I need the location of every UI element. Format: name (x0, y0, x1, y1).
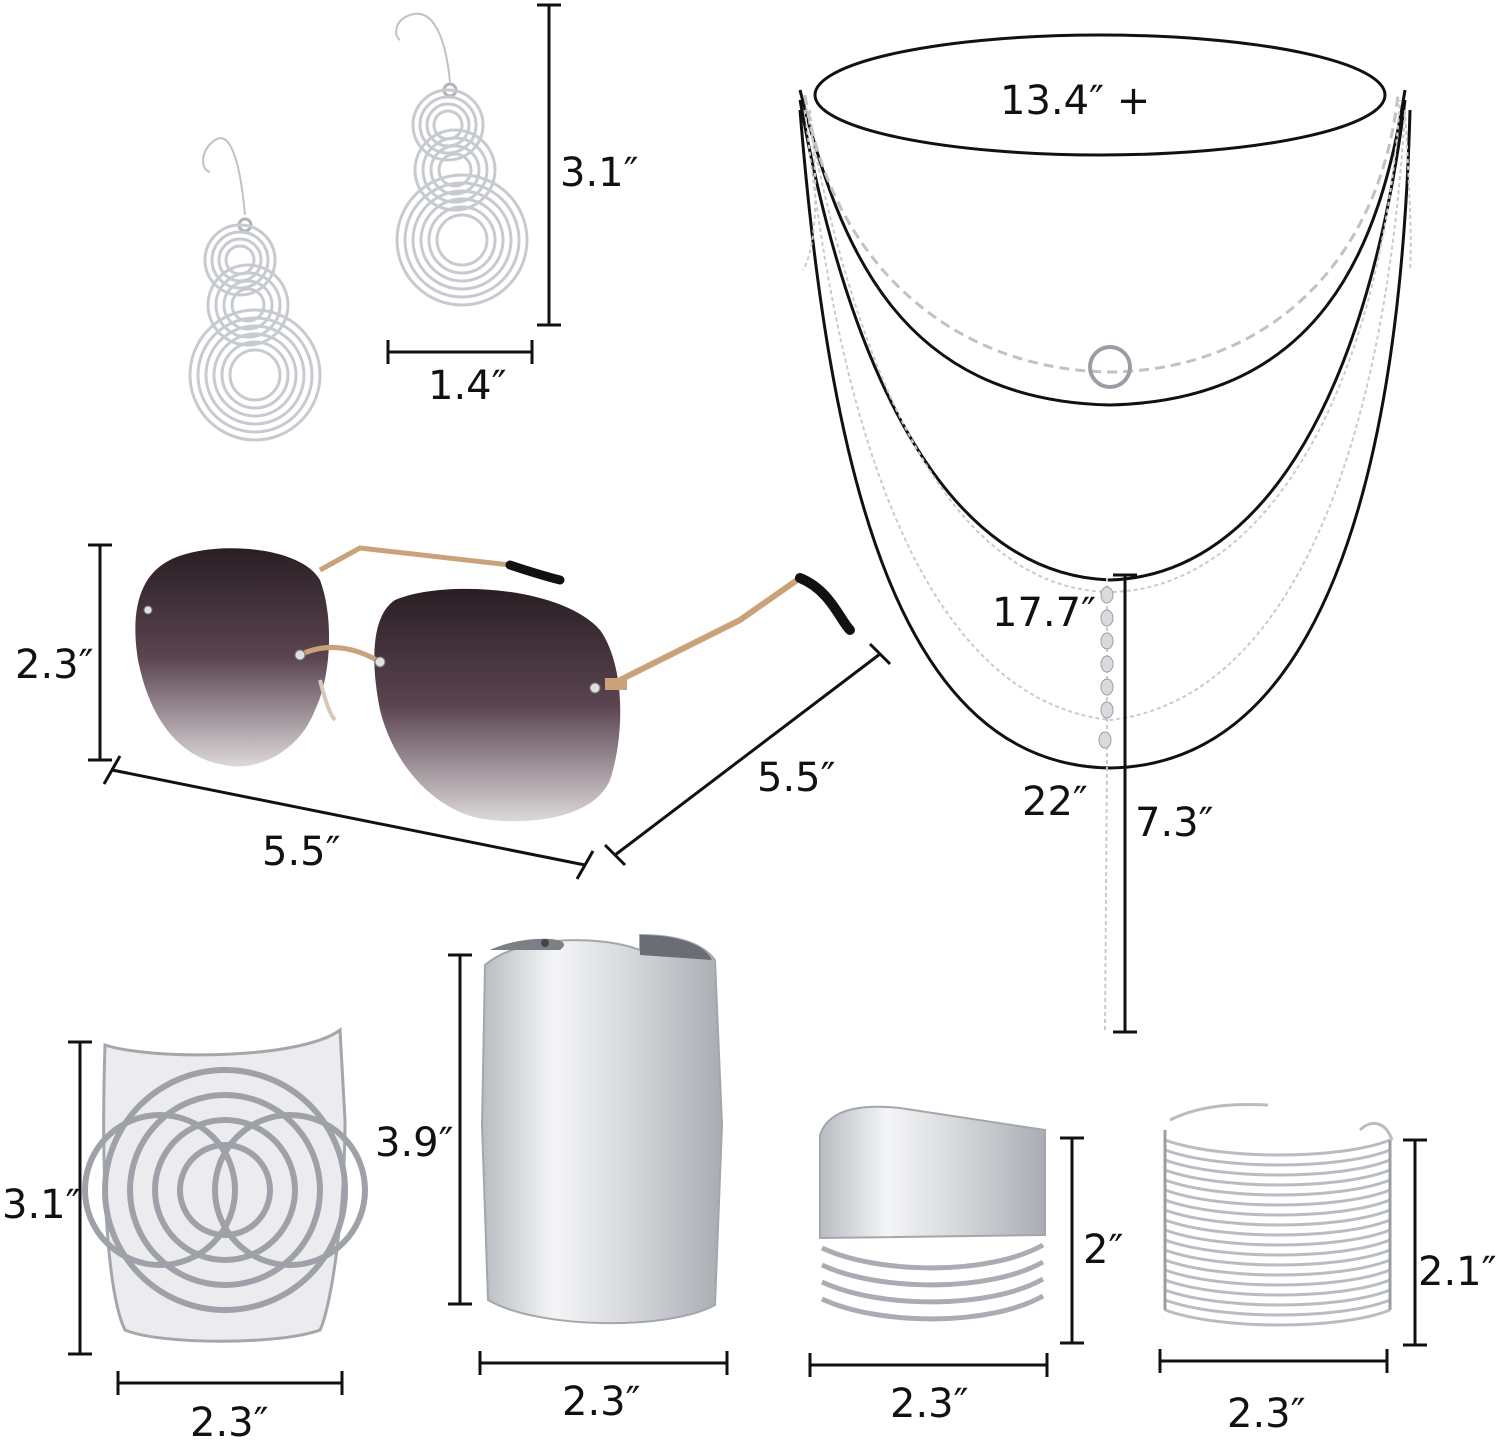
cuff-tall-width-label: 2.3″ (562, 1379, 641, 1425)
necklace-length-long-label: 22″ (1022, 779, 1088, 825)
cuff-tall-width-bracket (478, 1351, 729, 1375)
sunglasses-width-label: 5.5″ (262, 829, 341, 875)
cuff-band-width-label: 2.3″ (890, 1381, 969, 1427)
sunglasses-height-bracket (88, 543, 112, 762)
sunglasses-temple-bracket (603, 642, 892, 867)
earring-width-bracket (386, 340, 534, 364)
earring-right (395, 12, 529, 307)
cuff-band (819, 1105, 1046, 1322)
cuff-cutout-height-label: 3.1″ (2, 1182, 81, 1228)
cuff-tall-height-bracket (448, 953, 472, 1306)
earring-height-label: 3.1″ (560, 150, 639, 196)
necklace-circumference-ellipse (813, 33, 1387, 157)
sunglasses (135, 545, 855, 822)
necklace-circumference-label: 13.4″ + (1000, 78, 1151, 124)
cuff-band-height-bracket (1060, 1136, 1084, 1345)
necklace-drop-label: 7.3″ (1135, 800, 1214, 846)
cuff-tall-height-label: 3.9″ (375, 1120, 454, 1166)
cuff-tall (480, 933, 724, 1325)
cuff-band-height-label: 2″ (1083, 1227, 1124, 1273)
cuff-wire-width-bracket (1158, 1349, 1389, 1373)
cuff-wire-height-bracket (1403, 1138, 1427, 1347)
necklace-length-mid-label: 17.7″ (992, 590, 1097, 636)
cuff-wire-height-label: 2.1″ (1418, 1249, 1497, 1295)
earring-left (188, 137, 322, 442)
cuff-cutout-width-label: 2.3″ (190, 1400, 269, 1446)
cuff-band-width-bracket (808, 1353, 1049, 1377)
sunglasses-temple-label: 5.5″ (757, 755, 836, 801)
necklace (798, 89, 1412, 1031)
earring-height-bracket (537, 3, 561, 327)
sunglasses-width-bracket (102, 755, 595, 880)
cuff-cutout-width-bracket (116, 1371, 344, 1395)
cuff-wire-width-label: 2.3″ (1227, 1391, 1306, 1437)
earring-width-label: 1.4″ (428, 363, 507, 409)
necklace-drop-bracket (1113, 573, 1137, 1034)
cuff-wire (1163, 1102, 1394, 1327)
cuff-cutout (82, 1027, 368, 1343)
sunglasses-height-label: 2.3″ (15, 642, 94, 688)
cuff-cutout-height-bracket (68, 1040, 92, 1356)
